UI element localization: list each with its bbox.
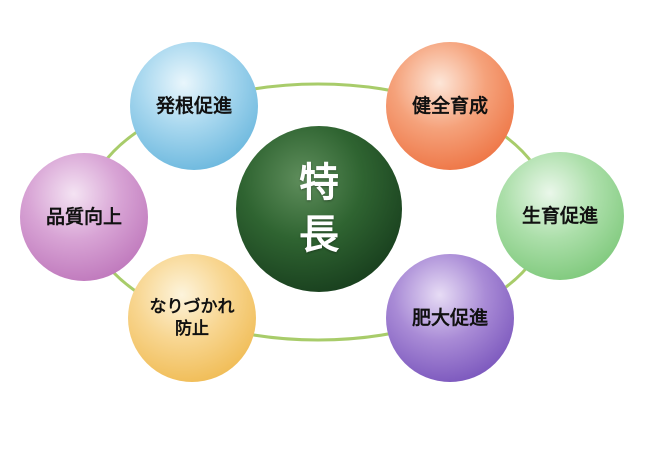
feature-label: 品質向上 (45, 205, 122, 228)
feature-orb-root-promotion: 発根促進 (130, 42, 258, 170)
feature-orb-fatigue-prevention: なりづかれ 防止 (128, 254, 256, 382)
feature-label: 発根促進 (155, 94, 232, 117)
feature-label: なりづかれ 防止 (150, 296, 235, 340)
feature-label: 健全育成 (411, 94, 488, 117)
center-label: 特 長 (299, 159, 447, 258)
feature-label-line1: なりづかれ (149, 296, 235, 317)
feature-orb-quality-improvement: 品質向上 (20, 153, 148, 281)
feature-label: 肥大促進 (411, 306, 488, 329)
feature-orb-healthy-growth: 健全育成 (386, 42, 514, 170)
feature-orb-growth-promotion: 生育促進 (496, 152, 624, 280)
feature-orb-enlargement-promotion: 肥大促進 (386, 254, 514, 382)
center-orb: 特 長 (236, 126, 413, 292)
feature-label-line2: 防止 (175, 319, 209, 339)
feature-label: 生育促進 (521, 204, 598, 227)
